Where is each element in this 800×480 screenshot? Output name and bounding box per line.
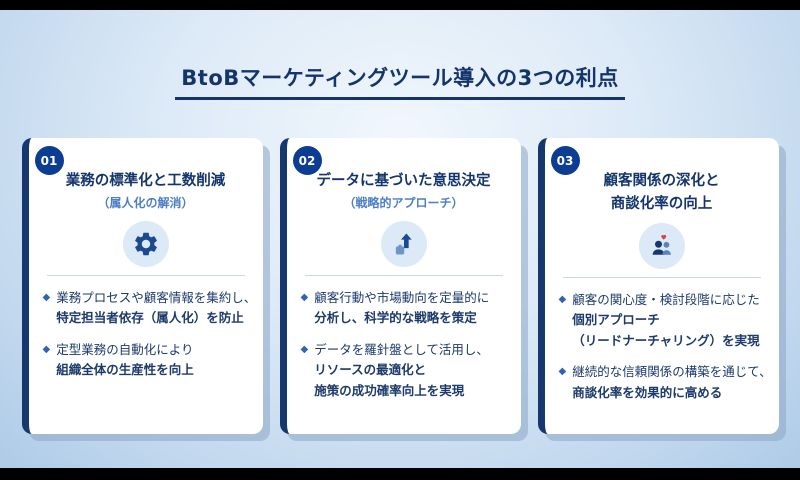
card-title: 顧客関係の深化と: [603, 173, 720, 190]
bullet-line: （リードナーチャリング）を実現: [572, 332, 760, 348]
card-subtitle: （属人化の解消）: [97, 195, 194, 210]
card-title: データに基づいた意思決定: [316, 173, 491, 190]
diamond-bullet-icon: ◆: [300, 343, 309, 355]
bullet-line: リソースの最適化と: [314, 362, 427, 378]
benefit-card-customer-relations: 03 顧客関係の深化と 商談化率の向上 ◆ 顧客の関心度・検討段階に応じた: [537, 138, 779, 435]
benefit-cards-row: 01 業務の標準化と工数削減 （属人化の解消） ◆ 業務プロセスや顧客情報を集約…: [0, 138, 800, 435]
diamond-bullet-icon: ◆: [42, 291, 51, 303]
bullet-line: 特定担当者依存（属人化）を防止: [56, 310, 244, 326]
bullet-item: ◆ 顧客行動や市場動向を定量的に 分析し、科学的な戦略を策定: [301, 289, 507, 327]
diamond-bullet-icon: ◆: [558, 366, 567, 378]
bullet-line: 定型業務の自動化により: [56, 341, 194, 357]
card-title: 業務の標準化と工数削減: [65, 173, 226, 190]
bullet-list: ◆ 顧客の関心度・検討段階に応じた 個別アプローチ （リードナーチャリング）を実…: [557, 291, 772, 402]
diamond-bullet-icon: ◆: [42, 343, 51, 355]
bullet-line: データを羅針盤として活用し、: [314, 341, 489, 357]
card-number-badge: 01: [34, 146, 64, 176]
title-area: BtoBマーケティングツール導入の3つの利点: [0, 48, 800, 114]
bullet-line: 個別アプローチ: [572, 312, 660, 328]
growth-arrow-icon: [380, 220, 427, 267]
bullet-line: 顧客行動や市場動向を定量的に: [314, 289, 490, 305]
benefit-card-data-driven: 02 データに基づいた意思決定 （戦略的アプローチ） ◆ 顧客行動や市場動向を定…: [279, 138, 521, 435]
bullet-line: 業務プロセスや顧客情報を集約し、: [56, 289, 257, 305]
gear-icon: [122, 220, 169, 267]
bullet-list: ◆ 業務プロセスや顧客情報を集約し、 特定担当者依存（属人化）を防止 ◆ 定型業…: [41, 289, 257, 379]
divider: [562, 276, 761, 278]
bullet-item: ◆ 顧客の関心度・検討段階に応じた 個別アプローチ （リードナーチャリング）を実…: [559, 291, 765, 350]
bullet-item: ◆ 業務プロセスや顧客情報を集約し、 特定担当者依存（属人化）を防止: [42, 289, 257, 327]
card-number-badge: 02: [292, 146, 322, 176]
bullet-line: 商談化率を効果的に高める: [572, 384, 723, 400]
divider: [46, 274, 245, 276]
diamond-bullet-icon: ◆: [300, 291, 309, 303]
card-title-line2: 商談化率の向上: [610, 195, 713, 212]
bullet-line: 組織全体の生産性を向上: [56, 362, 194, 378]
card-subtitle: （戦略的アプローチ）: [343, 195, 464, 210]
bullet-item: ◆ 定型業務の自動化により 組織全体の生産性を向上: [43, 341, 249, 379]
bullet-line: 施策の成功確率向上を実現: [314, 382, 465, 398]
bullet-line: 顧客の関心度・検討段階に応じた: [572, 291, 760, 307]
benefit-card-standardization: 01 業務の標準化と工数削減 （属人化の解消） ◆ 業務プロセスや顧客情報を集約…: [21, 138, 263, 435]
page-title: BtoBマーケティングツール導入の3つの利点: [175, 62, 625, 101]
divider: [304, 274, 503, 276]
diamond-bullet-icon: ◆: [558, 293, 567, 305]
bullet-item: ◆ 継続的な信頼関係の構築を通じて、 商談化率を効果的に高める: [558, 363, 772, 401]
bullet-item: ◆ データを羅針盤として活用し、 リソースの最適化と 施策の成功確率向上を実現: [301, 341, 507, 400]
bullet-line: 分析し、科学的な戦略を策定: [314, 310, 477, 326]
relationship-icon: [638, 222, 685, 269]
card-number-badge: 03: [550, 146, 580, 176]
bullet-list: ◆ 顧客行動や市場動向を定量的に 分析し、科学的な戦略を策定 ◆ データを羅針盤…: [299, 289, 509, 400]
bullet-line: 継続的な信頼関係の構築を通じて、: [572, 364, 772, 380]
slide-background: BtoBマーケティングツール導入の3つの利点 01 業務の標準化と工数削減 （属…: [0, 10, 800, 468]
